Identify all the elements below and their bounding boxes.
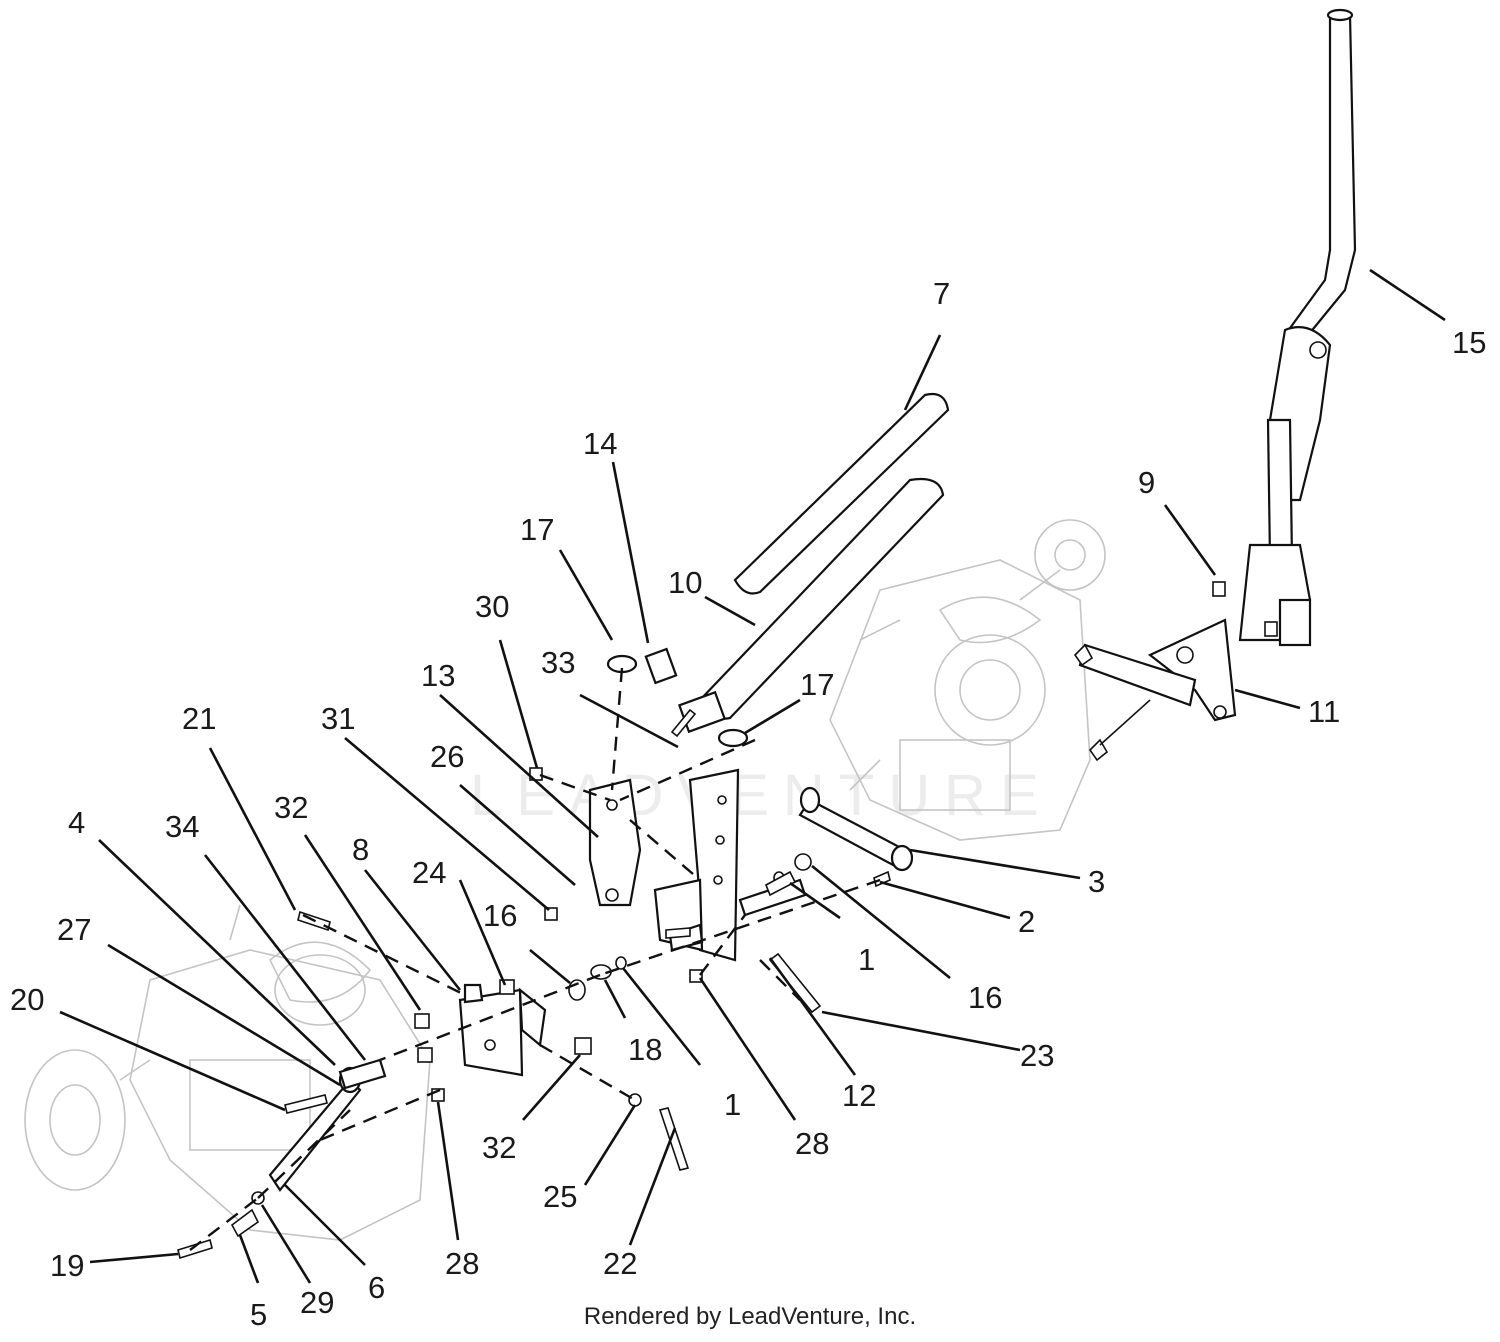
callout-21: 21: [182, 701, 216, 736]
callout-4: 4: [68, 805, 85, 840]
callout-5: 5: [250, 1297, 267, 1332]
callout-1-a: 1: [858, 942, 875, 977]
callout-28-b: 28: [795, 1126, 829, 1161]
callout-23: 23: [1020, 1038, 1054, 1073]
hand-grips: [606, 392, 950, 748]
callout-12: 12: [842, 1078, 876, 1113]
callout-24: 24: [412, 855, 446, 890]
control-lever: [1238, 8, 1357, 647]
callout-16-b: 16: [968, 980, 1002, 1015]
callout-22: 22: [603, 1246, 637, 1281]
damper-rod: [798, 786, 914, 872]
callout-17-b: 17: [800, 667, 834, 702]
callout-28-a: 28: [445, 1246, 479, 1281]
callout-16-a: 16: [483, 898, 517, 933]
callout-7: 7: [933, 276, 950, 311]
callout-1-b: 1: [724, 1087, 741, 1122]
watermark-text: LEADVENTURE: [470, 763, 1053, 828]
control-arm: [588, 778, 642, 907]
callout-34: 34: [165, 809, 199, 844]
callout-8: 8: [352, 832, 369, 867]
mounting-bracket: [458, 983, 547, 1077]
callout-10: 10: [668, 565, 702, 600]
callout-25: 25: [543, 1179, 577, 1214]
callout-3: 3: [1088, 864, 1105, 899]
callout-6: 6: [368, 1270, 385, 1305]
callout-33: 33: [541, 645, 575, 680]
callout-18: 18: [628, 1032, 662, 1067]
callout-32-a: 32: [274, 790, 308, 825]
callout-13: 13: [421, 658, 455, 693]
assembly-lines: [189, 667, 881, 1251]
callout-27: 27: [57, 912, 91, 947]
callout-19: 19: [50, 1248, 84, 1283]
callout-2: 2: [1018, 904, 1035, 939]
leader-lines: [59, 268, 1446, 1284]
callout-31: 31: [321, 701, 355, 736]
callout-11: 11: [1308, 694, 1340, 729]
callout-14: 14: [583, 426, 617, 461]
callout-26: 26: [430, 739, 464, 774]
linkage-rod: [268, 1058, 387, 1192]
lever-bracket: [1078, 618, 1237, 722]
callout-30: 30: [475, 589, 509, 624]
callout-20: 20: [10, 982, 44, 1017]
callout-15: 15: [1452, 325, 1486, 360]
right-transaxle-ghost: [829, 519, 1106, 841]
callout-17-a: 17: [520, 512, 554, 547]
callout-32-b: 32: [482, 1130, 516, 1165]
credit-text: Rendered by LeadVenture, Inc.: [583, 1303, 917, 1330]
callout-9: 9: [1138, 465, 1155, 500]
callout-labels: 1 1 2 3 4 5 6 7 8 9 10 11 12 13 14 15 16…: [10, 276, 1486, 1332]
callout-29: 29: [300, 1285, 334, 1320]
